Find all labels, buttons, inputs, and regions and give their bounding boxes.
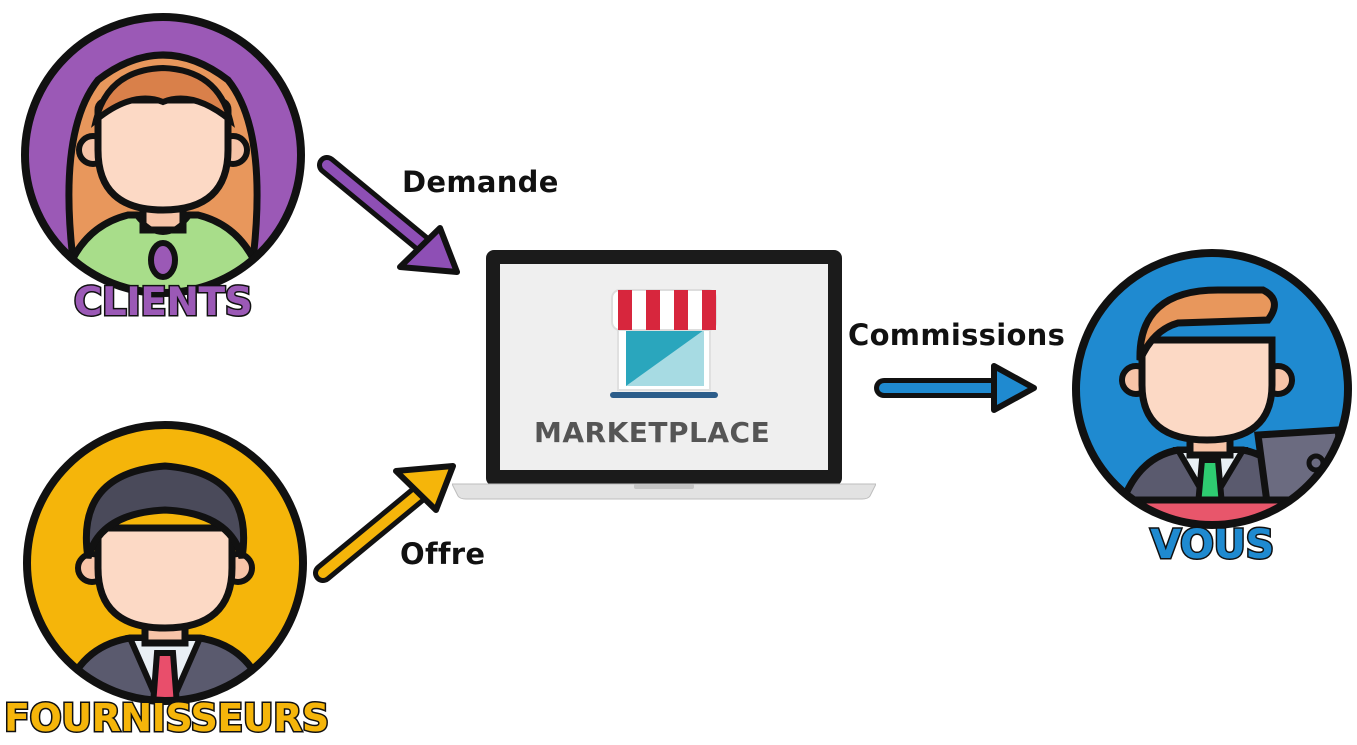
offre-label: Offre bbox=[400, 537, 486, 571]
marketplace-label: MARKETPLACE bbox=[534, 416, 771, 449]
man-avatar-icon bbox=[23, 421, 307, 705]
vous-avatar bbox=[1068, 245, 1356, 533]
demande-arrow bbox=[317, 155, 460, 275]
commissions-label: Commissions bbox=[848, 318, 1066, 352]
businessman-avatar-icon bbox=[1072, 249, 1352, 529]
fournisseurs-avatar bbox=[20, 418, 310, 708]
fournisseurs-label: FOURNISSEURS bbox=[3, 695, 331, 742]
clients-avatar bbox=[18, 10, 308, 300]
commissions-arrow bbox=[874, 363, 1037, 413]
clients-label: CLIENTS bbox=[72, 279, 254, 327]
storefront-icon bbox=[608, 288, 720, 400]
woman-avatar-icon bbox=[21, 13, 305, 297]
vous-label: VOUS bbox=[1149, 521, 1276, 570]
offre-arrow bbox=[313, 463, 456, 583]
demande-label: Demande bbox=[402, 165, 559, 199]
